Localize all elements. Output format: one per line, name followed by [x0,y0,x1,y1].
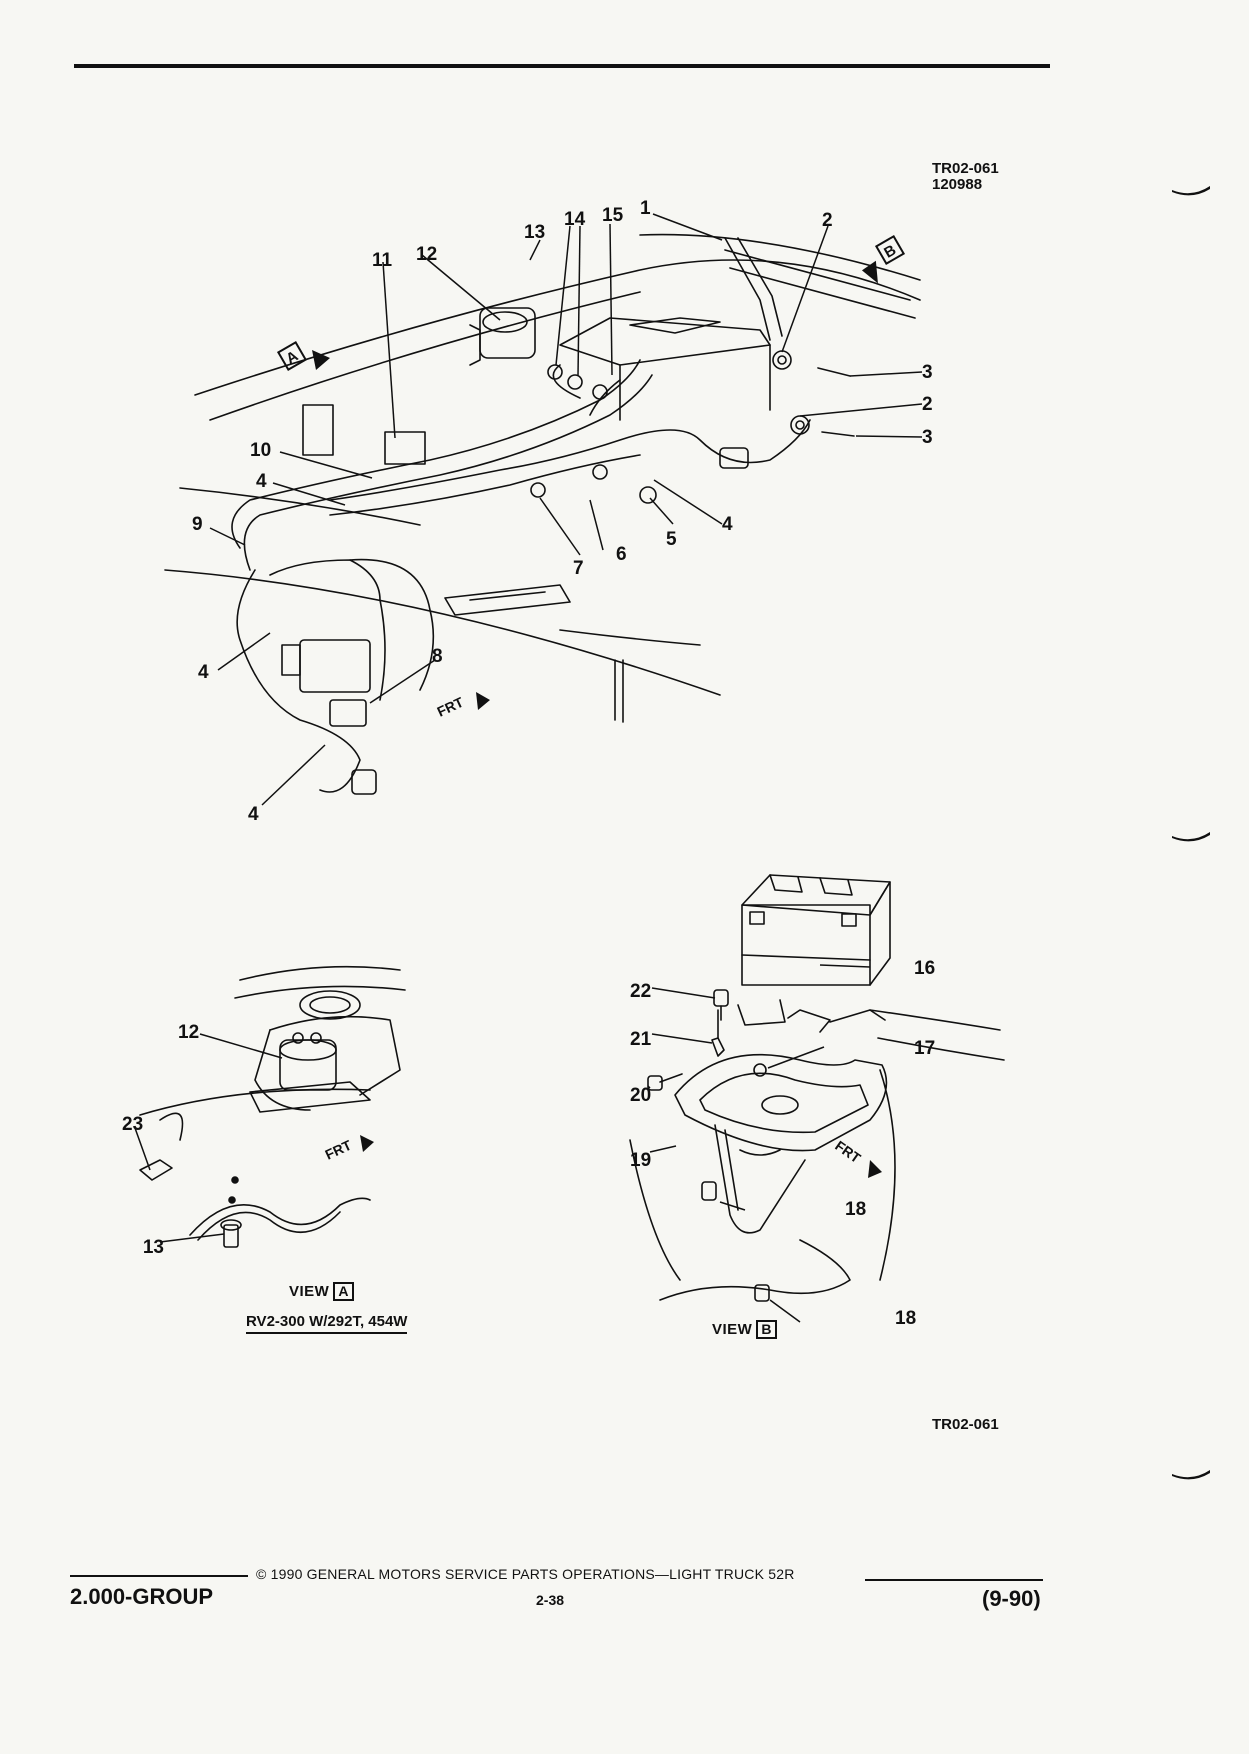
callout: 18 [895,1308,916,1329]
callout: 4 [256,471,267,492]
callout: 11 [372,250,393,271]
view-b-diagram: FRT 16 17 18 18 19 20 21 22 [629,874,1005,1329]
top-rule [74,64,1050,68]
footer-copyright: © 1990 GENERAL MOTORS SERVICE PARTS OPER… [256,1566,795,1582]
view-a-subtitle: RV2-300 W/292T, 454W [246,1313,408,1334]
footer-date: (9-90) [982,1586,1041,1611]
frt-arrow-main: FRT [435,692,490,720]
callout: 13 [143,1237,164,1258]
callout: 23 [122,1114,143,1135]
callout: 21 [630,1029,652,1050]
figure-date: 120988 [932,176,983,193]
callout: 22 [630,981,651,1002]
footer-rule-right [865,1579,1043,1581]
callout: 1 [640,198,651,219]
callout: 13 [524,222,545,243]
callout: 12 [178,1022,199,1043]
callout: 18 [845,1199,866,1220]
frt-arrow-view-a: FRT [323,1135,374,1163]
callout: 17 [914,1038,935,1059]
callout: 8 [432,646,443,667]
callout: 5 [666,529,677,550]
callout: 4 [198,662,209,683]
binding-mark-icon [1172,1470,1210,1480]
callout: 14 [564,209,586,230]
callout: 3 [922,427,933,448]
callout: 10 [250,440,271,461]
callout: 2 [922,394,933,415]
view-marker-b: B [861,234,906,284]
footer-rule-left [70,1575,248,1577]
callout: 12 [416,244,437,265]
main-wiring-diagram: A B FRT 1 2 2 3 3 4 4 4 4 5 6 7 8 9 10 1… [164,198,933,825]
callout: 3 [922,362,933,383]
figure-code: TR02-061 [932,160,999,177]
binding-mark-icon [1172,832,1210,842]
figure-code-bottom: TR02-061 [932,1416,999,1433]
callout: 7 [573,558,584,579]
callout: 16 [914,958,935,979]
svg-text:FRT: FRT [832,1137,864,1166]
frt-arrow-view-b: FRT [832,1137,882,1178]
callout: 6 [616,544,627,565]
callout: 2 [822,210,833,231]
view-a-diagram: FRT 12 23 13 [122,965,406,1258]
svg-text:FRT: FRT [323,1137,355,1163]
page-number: 2-38 [536,1592,565,1608]
callout: 4 [248,804,259,825]
callout: 4 [722,514,733,535]
callout: 20 [630,1085,651,1106]
callout: 15 [602,205,624,226]
callout: 19 [630,1150,651,1171]
footer-group: 2.000-GROUP [70,1584,214,1609]
binding-mark-icon [1172,186,1210,196]
callout: 9 [192,514,203,535]
svg-text:FRT: FRT [435,694,467,720]
view-marker-a: A [276,340,330,372]
